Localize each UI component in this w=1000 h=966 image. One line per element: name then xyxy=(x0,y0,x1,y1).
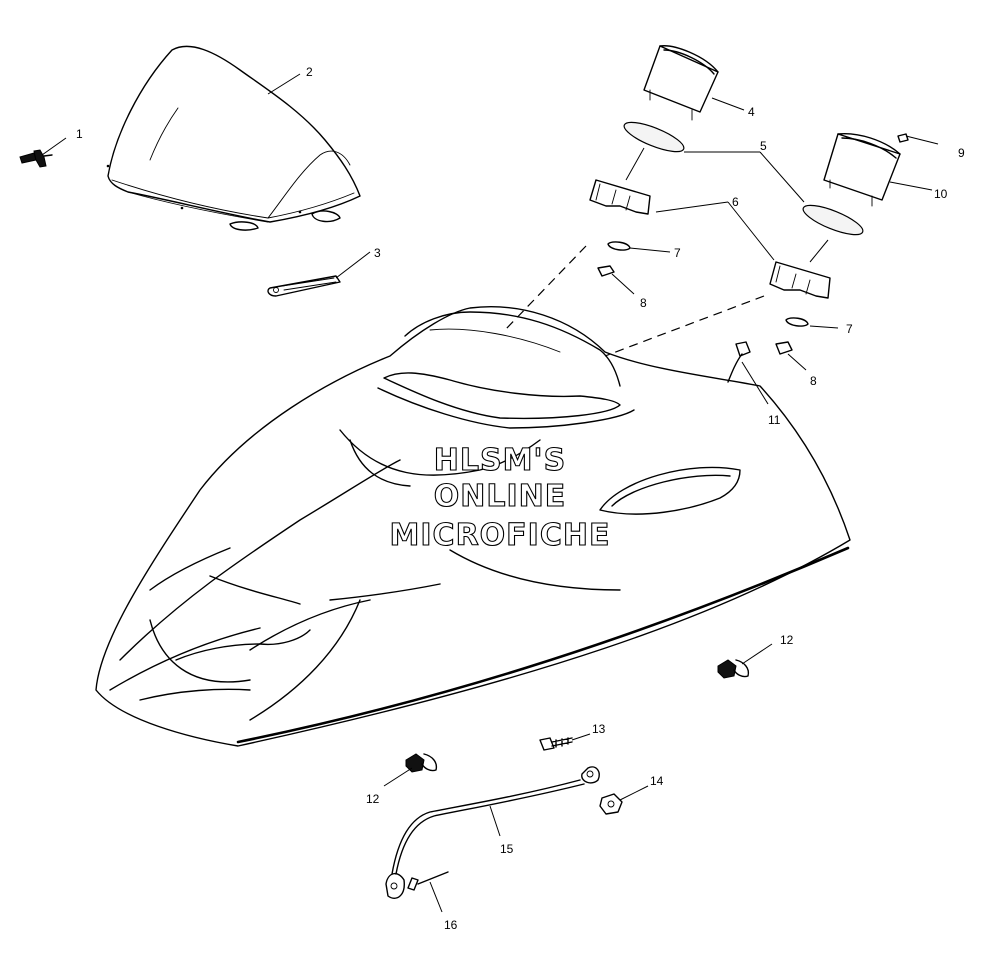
callout-15: 15 xyxy=(500,842,514,856)
part-14-nut xyxy=(599,793,623,815)
part-7-lock-washer xyxy=(607,241,809,327)
watermark-line-3: MICROFICHE xyxy=(390,518,611,553)
part-11-wire-harness xyxy=(727,341,751,383)
part-16-rivet xyxy=(407,871,449,891)
callout-9: 9 xyxy=(958,146,965,160)
part-10-gauge xyxy=(823,132,901,207)
callout-1: 1 xyxy=(76,127,83,141)
assembly-dash-lines xyxy=(504,245,765,357)
part-15-tether-cable xyxy=(385,766,600,899)
callout-5: 5 xyxy=(760,139,767,153)
part-12-clip xyxy=(405,659,750,773)
part-2-windshield xyxy=(106,45,361,231)
callout-10: 10 xyxy=(934,187,948,201)
callout-16: 16 xyxy=(444,918,458,932)
callout-13: 13 xyxy=(592,722,606,736)
part-4-gauge xyxy=(643,45,719,121)
watermark-line-1: HLSM'S xyxy=(434,443,566,478)
callout-14: 14 xyxy=(650,774,664,788)
part-13-bolt xyxy=(539,737,573,751)
callout-11: 11 xyxy=(768,413,781,427)
callout-4: 4 xyxy=(748,105,755,119)
part-8-nut xyxy=(597,265,793,355)
callout-12-right: 12 xyxy=(780,633,794,647)
watermark: HLSM'S ONLINE MICROFICHE xyxy=(389,442,611,553)
leader-lines xyxy=(41,73,939,913)
callout-8-upper: 8 xyxy=(640,296,647,310)
callout-12-left: 12 xyxy=(366,792,380,806)
callout-6: 6 xyxy=(732,195,739,209)
callout-7-upper: 7 xyxy=(674,246,681,260)
callout-labels: 1 2 3 4 5 6 7 7 8 8 9 10 11 12 12 13 14 … xyxy=(76,65,965,932)
hood-assembly xyxy=(95,306,851,747)
part-5-gauge-ring xyxy=(623,121,864,236)
callout-8-lower: 8 xyxy=(810,374,817,388)
watermark-line-2: ONLINE xyxy=(434,479,567,514)
callout-3: 3 xyxy=(374,246,381,260)
part-9-screw xyxy=(897,133,909,143)
part-6-gauge-bracket xyxy=(589,179,831,299)
part-3-strap xyxy=(267,275,341,297)
callout-2: 2 xyxy=(306,65,313,79)
part-1-push-rivet xyxy=(19,149,53,168)
callout-7-lower: 7 xyxy=(846,322,853,336)
